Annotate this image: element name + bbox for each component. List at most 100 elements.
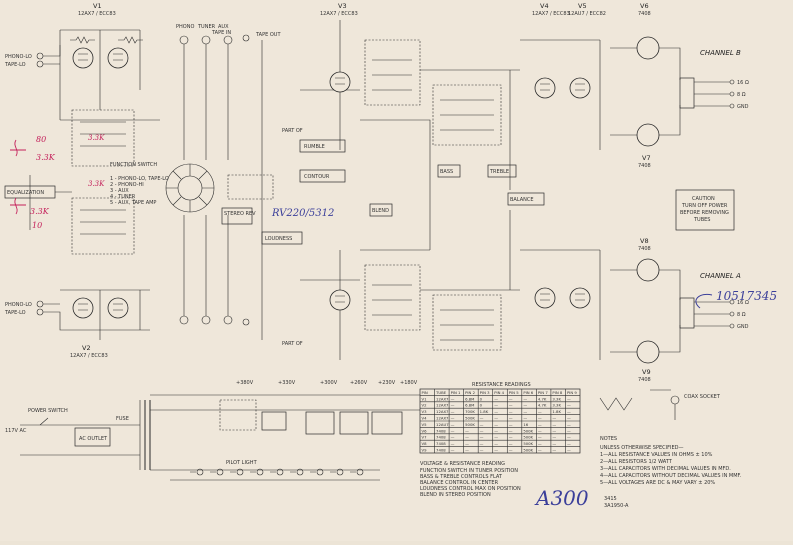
table-cell: —: [509, 403, 513, 408]
table-cell: —: [552, 428, 556, 433]
table-cell: 7408: [436, 448, 446, 453]
tube-v4-name: V4: [540, 2, 549, 10]
caution-box: CAUTION TURN OFF POWER BEFORE REMOVING T…: [675, 189, 735, 231]
notes-line-2: 1—ALL RESISTANCE VALUES IN OHMS ± 10%: [600, 452, 713, 458]
treble-label: TREBLE: [489, 169, 509, 175]
table-cell: —: [494, 435, 498, 440]
conditions-title: VOLTAGE & RESISTANCE READING: [420, 461, 505, 467]
table-header-cell: PIN 3: [480, 390, 490, 395]
table-cell: —: [480, 422, 484, 427]
supply-v-3: +300V: [320, 380, 338, 386]
function-item-5: 5 - AUX, TAPE AMP: [110, 200, 156, 206]
table-cell: 3.3K: [552, 403, 561, 408]
table-cell: —: [480, 441, 484, 446]
red-note-2: 3.3K: [36, 153, 56, 162]
table-cell: —: [538, 428, 542, 433]
tube-v4-type: 12AX7 / ECC83: [532, 11, 570, 17]
tube-v6-name: V6: [640, 2, 649, 10]
table-cell: —: [552, 416, 556, 421]
table-cell: —: [494, 448, 498, 453]
table-cell: —: [465, 435, 469, 440]
table-cell: —: [465, 448, 469, 453]
table-cell: V9: [422, 448, 428, 453]
caution-line-4: TUBES: [693, 217, 710, 223]
tube-v7-name: V7: [642, 154, 651, 162]
table-cell: —: [567, 448, 571, 453]
notes-block: NOTES UNLESS OTHERWISE SPECIFIED— 1—ALL …: [600, 436, 742, 509]
table-cell: V4: [422, 416, 428, 421]
table-cell: —: [451, 416, 455, 421]
function-item-1: 1 - PHONO-LO, TAPE-LO: [110, 176, 169, 182]
supply-v-4: +260V: [350, 380, 368, 386]
conditions-line-4: LOUDNESS CONTROL MAX ON POSITION: [420, 486, 521, 492]
table-cell: 500K: [523, 441, 533, 446]
table-cell: —: [567, 409, 571, 414]
table-header-cell: PIN 6: [523, 390, 533, 395]
table-header-cell: PIN 5: [509, 390, 519, 395]
tape-in-label: TAPE IN: [211, 30, 231, 36]
table-cell: 700K: [465, 409, 475, 414]
table-cell: —: [494, 422, 498, 427]
tube-v3-type: 12AX7 / ECC83: [320, 11, 358, 17]
tube-v9-type: 7408: [638, 377, 651, 383]
table-cell: —: [451, 428, 455, 433]
tube-v3-name: V3: [338, 2, 347, 10]
table-cell: —: [509, 422, 513, 427]
stereo-rev-switch: STEREO REV: [221, 174, 274, 225]
tube-v7-type: 7408: [638, 163, 651, 169]
caution-line-2: TURN OFF POWER: [681, 203, 728, 209]
table-cell: —: [494, 409, 498, 414]
handwritten-part-number: 10517345: [716, 289, 777, 303]
caution-line-3: BEFORE REMOVING: [680, 210, 729, 216]
red-note-4: 3.3K: [88, 180, 105, 188]
table-header-cell: PIN: [422, 390, 428, 395]
table-cell: —: [538, 441, 542, 446]
table-cell: V1: [422, 396, 428, 401]
part-of-label-bottom: PART OF: [282, 341, 303, 347]
table-header-cell: PIN 2: [465, 390, 475, 395]
table-cell: 500K: [523, 448, 533, 453]
table-cell: —: [523, 396, 527, 401]
table-cell: V8: [422, 441, 428, 446]
table-cell: —: [494, 396, 498, 401]
table-cell: 3.3K: [552, 396, 561, 401]
table-cell: —: [480, 416, 484, 421]
equalization-network: EQUALIZATION: [4, 109, 135, 255]
table-cell: —: [465, 428, 469, 433]
ac-outlet-label: AC OUTLET: [79, 436, 108, 442]
bass-label: BASS: [440, 169, 453, 175]
ch-b-tap-16: 16 Ω: [737, 80, 749, 86]
table-cell: 16: [523, 422, 528, 427]
table-cell: —: [523, 403, 527, 408]
table-cell: —: [509, 441, 513, 446]
line-in-label: 117V AC: [5, 428, 27, 434]
table-cell: —: [523, 409, 527, 414]
table-cell: V2: [422, 403, 428, 408]
table-cell: —: [538, 416, 542, 421]
table-cell: —: [567, 422, 571, 427]
drawing-number-1: 3415: [604, 496, 617, 502]
table-cell: 6.8M: [465, 396, 474, 401]
supply-v-2: +330V: [278, 380, 296, 386]
notes-line-1: UNLESS OTHERWISE SPECIFIED—: [600, 445, 683, 451]
tube-v1-name: V1: [93, 2, 102, 10]
notes-line-4: 3—ALL CAPACITORS WITH DECIMAL VALUES IN …: [600, 466, 731, 472]
output-stage: V6 7408 V7 7408 V8 7408 V9 7408 16 Ω 8 Ω…: [610, 2, 749, 383]
table-cell: —: [509, 416, 513, 421]
handwritten-annotations: A300 RV220/5312 10517345 80 3.3K 3.3K 3.…: [10, 134, 777, 510]
red-note-6: 10: [32, 221, 42, 230]
tape-lo-label: TAPE-LO: [4, 62, 26, 68]
table-cell: —: [451, 435, 455, 440]
aux-jack-label: AUX: [218, 24, 229, 30]
caution-line-1: CAUTION: [692, 196, 715, 202]
table-cell: 1.8K: [480, 409, 489, 414]
tube-v5-name: V5: [578, 2, 587, 10]
phono-lo-label: PHONO-LO: [5, 54, 32, 60]
table-cell: 4.7K: [538, 403, 547, 408]
table-cell: 7408: [436, 428, 446, 433]
function-switch: FUNCTION SWITCH 1 - PHONO-LO, TAPE-LO 2 …: [110, 162, 215, 213]
table-cell: —: [567, 403, 571, 408]
ch-a-tap-8: 8 Ω: [737, 312, 746, 318]
table-cell: —: [509, 409, 513, 414]
coax-socket-label: COAX SOCKET: [684, 394, 721, 400]
